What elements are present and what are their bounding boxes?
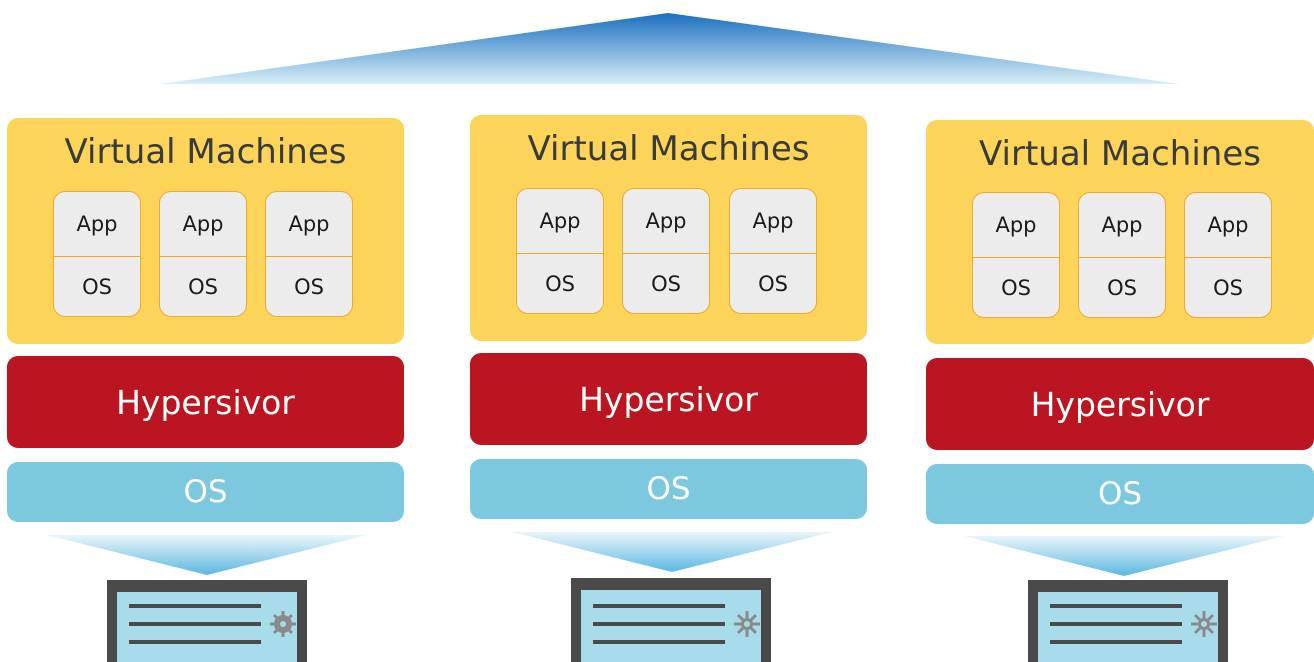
vm-tile: App OS	[729, 188, 817, 314]
vm-app-label: App	[730, 189, 816, 254]
funnel-arrow	[512, 532, 832, 572]
server-gear-icon	[107, 580, 307, 662]
vm-app-label: App	[1079, 193, 1165, 258]
server-gear-icon	[1028, 580, 1228, 662]
host-os-bar: OS	[470, 459, 867, 519]
server-gear-icon	[571, 578, 771, 662]
vm-os-label: OS	[545, 271, 575, 296]
vm-tile: App OS	[159, 191, 247, 317]
vm-os-label: OS	[294, 274, 324, 299]
vm-tile: App OS	[265, 191, 353, 317]
vm-os-label: OS	[188, 274, 218, 299]
hypervisor-bar: Hypersivor	[7, 356, 404, 448]
vm-tile: App OS	[622, 188, 710, 314]
virtual-machines-panel: Virtual Machines App OS App OS App OS	[7, 118, 404, 344]
vm-tile: App OS	[1184, 192, 1272, 318]
vm-os-label: OS	[1213, 275, 1243, 300]
virtual-machines-title: Virtual Machines	[64, 132, 347, 172]
host-stack-1: Virtual Machines App OS App OS App OS Hy…	[7, 0, 404, 662]
vm-app-label: App	[623, 189, 709, 254]
host-os-bar: OS	[7, 462, 404, 522]
virtual-machines-title: Virtual Machines	[979, 134, 1261, 174]
vm-os-label: OS	[758, 271, 788, 296]
host-os-bar: OS	[926, 464, 1314, 524]
hypervisor-bar: Hypersivor	[926, 358, 1314, 450]
vm-app-label: App	[973, 193, 1059, 258]
host-stack-3: Virtual Machines App OS App OS App OS Hy…	[926, 0, 1314, 662]
vm-app-label: App	[54, 192, 140, 257]
vm-app-label: App	[1185, 193, 1271, 258]
virtual-machines-panel: Virtual Machines App OS App OS App OS	[926, 120, 1314, 344]
funnel-arrow	[964, 536, 1284, 576]
vm-app-label: App	[160, 192, 246, 257]
host-stack-2: Virtual Machines App OS App OS App OS Hy…	[470, 0, 867, 662]
vm-os-label: OS	[651, 271, 681, 296]
funnel-arrow	[47, 535, 367, 575]
roof-arrow	[160, 13, 1180, 84]
virtual-machines-panel: Virtual Machines App OS App OS App OS	[470, 115, 867, 341]
vm-os-label: OS	[1001, 275, 1031, 300]
vm-app-label: App	[517, 189, 603, 254]
vm-app-label: App	[266, 192, 352, 257]
virtual-machines-title: Virtual Machines	[527, 129, 810, 169]
vm-os-label: OS	[1107, 275, 1137, 300]
vm-os-label: OS	[82, 274, 112, 299]
vm-tile: App OS	[53, 191, 141, 317]
hypervisor-bar: Hypersivor	[470, 353, 867, 445]
vm-tile: App OS	[516, 188, 604, 314]
vm-tile: App OS	[1078, 192, 1166, 318]
vm-tile: App OS	[972, 192, 1060, 318]
